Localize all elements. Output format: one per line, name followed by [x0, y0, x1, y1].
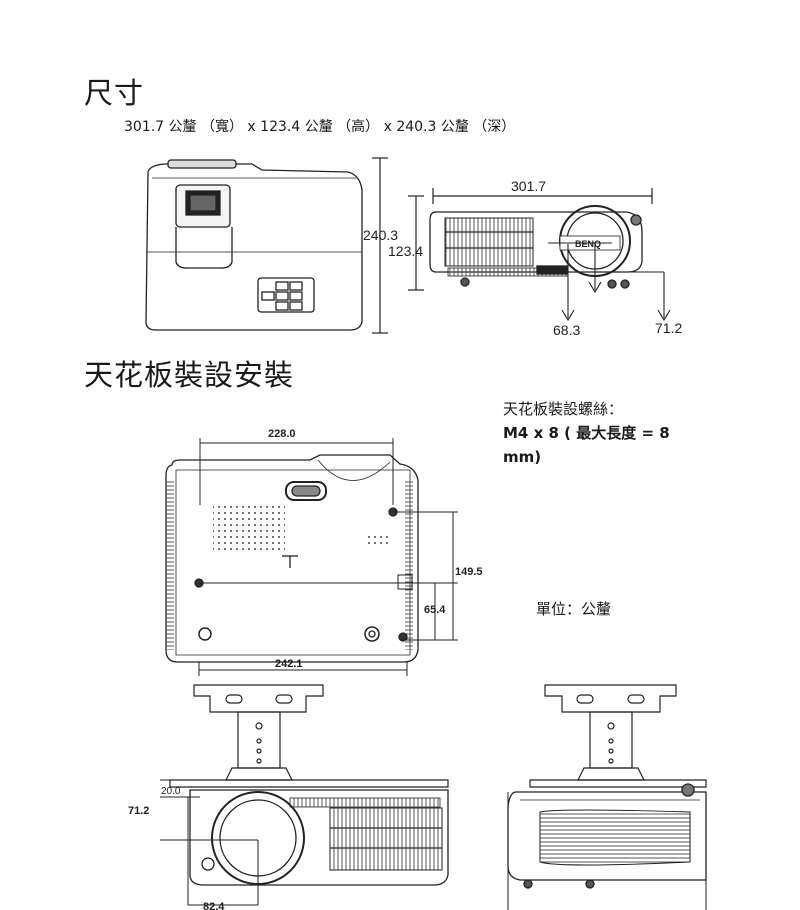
bracket-height-b-label: 71.2: [128, 805, 149, 817]
mount-note-line3: mm): [503, 448, 542, 466]
unit-label: 單位：公釐: [536, 600, 612, 618]
ceiling-bracket-right: [529, 684, 707, 788]
depth-a-label: 149.5: [455, 566, 483, 578]
bottom-width-label: 242.1: [275, 658, 303, 670]
dimensions-title: 尺寸: [84, 76, 145, 110]
bracket-width-label: 82.4: [203, 901, 225, 910]
lens-offset-label: 68.3: [553, 322, 580, 338]
depth-dimension-lines: [372, 157, 424, 334]
projector-side-mounted: [507, 783, 707, 889]
mount-note-line2: M4 x 8 ( 最大長度 = 8: [503, 424, 670, 442]
ceiling-bracket-left: [169, 684, 449, 788]
projector-bottom-view: [165, 454, 419, 663]
mount-screw-note: 天花板裝設螺絲： M4 x 8 ( 最大長度 = 8 mm): [503, 397, 703, 469]
offset-dimension-lines: [548, 242, 671, 322]
depth-dimensions-bottom: [199, 511, 458, 641]
mount-note-line1: 天花板裝設螺絲：: [503, 400, 624, 418]
height-label: 123.4: [388, 243, 423, 259]
top-width-label: 228.0: [268, 428, 296, 440]
top-width-dimension: [199, 438, 394, 505]
bottom-width-dimension: [198, 662, 408, 676]
projector-front-mounted: [189, 789, 449, 886]
bracket-height-a-label: 20.0: [161, 786, 181, 797]
width-label: 301.7: [511, 178, 546, 194]
width-dimension-line: [432, 188, 653, 204]
bracket-dimensions: [160, 779, 259, 906]
side-view-guides: [507, 792, 707, 910]
projector-front-view: [429, 205, 643, 289]
dimensions-spec: 301.7 公釐 （寬） x 123.4 公釐 （高） x 240.3 公釐 （…: [124, 119, 516, 135]
brand-logo: BENQ: [575, 239, 601, 249]
mount-title: 天花板裝設安裝: [84, 358, 295, 392]
depth-b-label: 65.4: [424, 604, 446, 616]
projector-top-view: [145, 159, 363, 331]
depth-label: 240.3: [363, 227, 398, 243]
right-offset-label: 71.2: [655, 320, 682, 336]
